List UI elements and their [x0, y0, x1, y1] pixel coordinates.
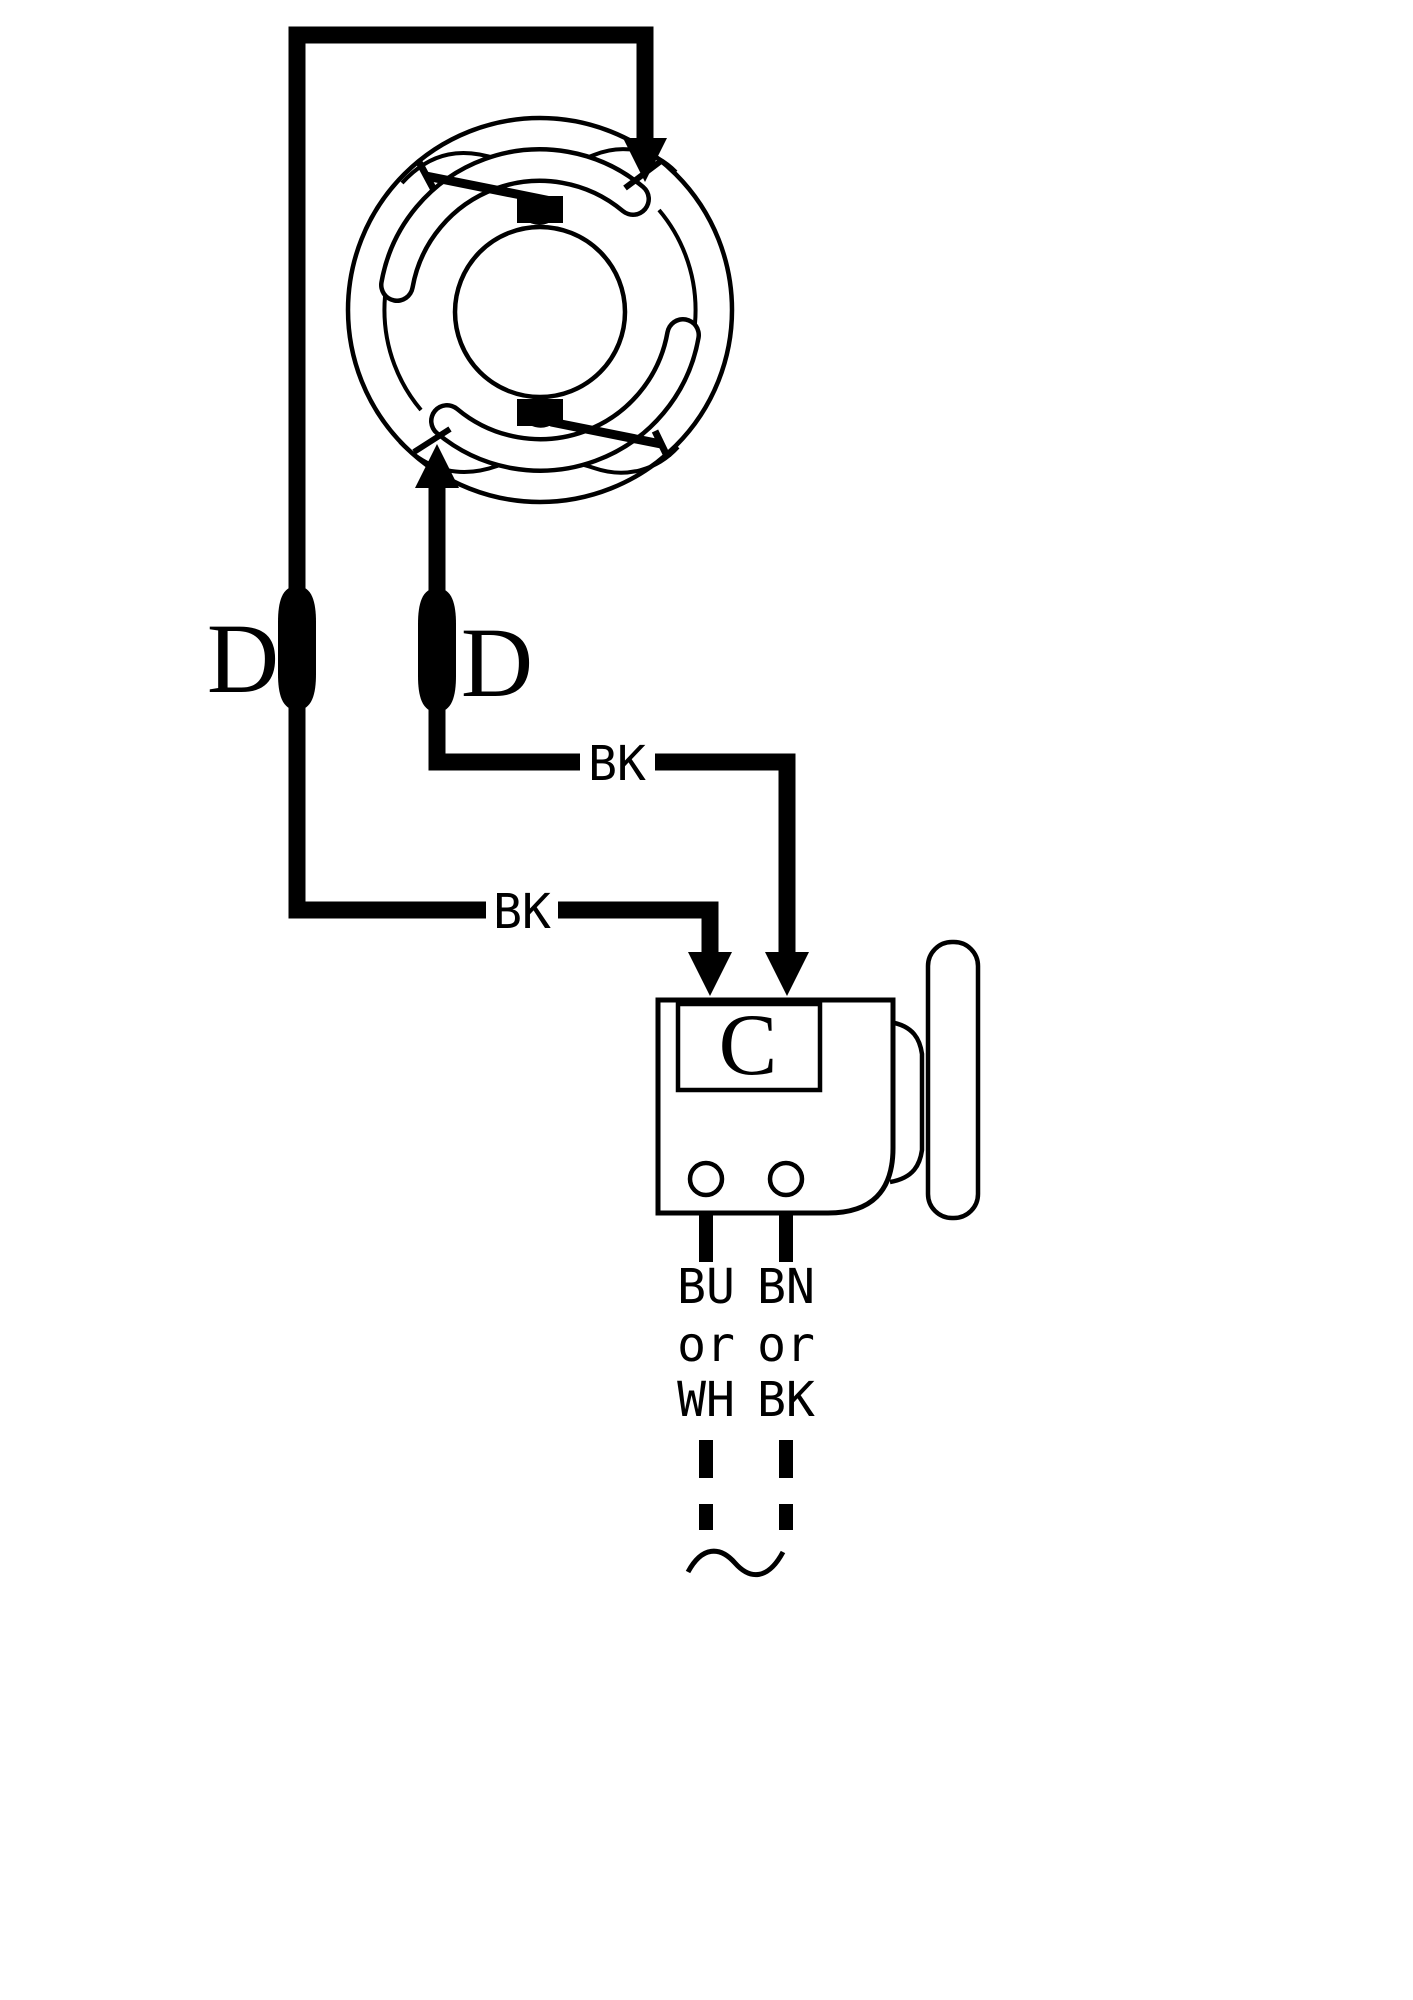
pole-shoe-bottom-fill [433, 321, 697, 469]
pole-shoe-top-fill [383, 151, 647, 299]
connector-right-label: D [461, 607, 533, 718]
points-tick-top [415, 160, 438, 192]
points-lever-bottom [550, 417, 662, 449]
wire-bk-lower-a [288, 700, 486, 919]
lead-right-color1: BN [757, 1259, 815, 1315]
lead-right-color2: BK [757, 1372, 815, 1428]
wiring [288, 26, 809, 996]
coil-tower [925, 939, 981, 1221]
wire-bk-lower-b [558, 901, 719, 954]
core-hook-top [520, 205, 562, 225]
lead-left-color1: BU [677, 1259, 735, 1315]
terminal-right [767, 1160, 805, 1198]
arrow-into-magneto-icon [623, 138, 667, 182]
lead-left-or: or [677, 1317, 735, 1373]
module-label: C [719, 997, 778, 1094]
wire-lower-label: BK [493, 884, 551, 940]
terminal-left [687, 1160, 725, 1198]
bullet-connector-right-icon [418, 588, 456, 712]
wire-left-feed [288, 26, 654, 604]
connector-left-label: D [207, 603, 279, 714]
wire-bk-upper-a [428, 700, 580, 771]
output-leads [685, 1214, 793, 1578]
wire-upper-label: BK [588, 736, 646, 792]
arrow-into-module-right-icon [765, 952, 809, 996]
magneto-assembly [345, 115, 735, 505]
module-label-box [675, 1001, 823, 1093]
lead-right-or: or [757, 1317, 815, 1373]
lead-left-color2: WH [677, 1372, 735, 1428]
points-tick-bottom [651, 429, 672, 460]
bullet-connector-left-icon [278, 586, 316, 710]
arrow-into-module-left-icon [688, 952, 732, 996]
ignition-module [655, 939, 981, 1221]
labels: D D BK BK C BU BN or or WH BK [207, 603, 815, 1428]
rotor-circle [452, 224, 628, 400]
coil-neck [889, 1019, 925, 1185]
ac-wave-icon [685, 1548, 786, 1578]
entry-tick-bottom-left [412, 426, 452, 455]
arrow-from-magneto-icon [415, 444, 459, 488]
connectors [278, 586, 456, 712]
points-lever-top [425, 171, 552, 206]
wire-bk-upper-b [655, 753, 796, 954]
